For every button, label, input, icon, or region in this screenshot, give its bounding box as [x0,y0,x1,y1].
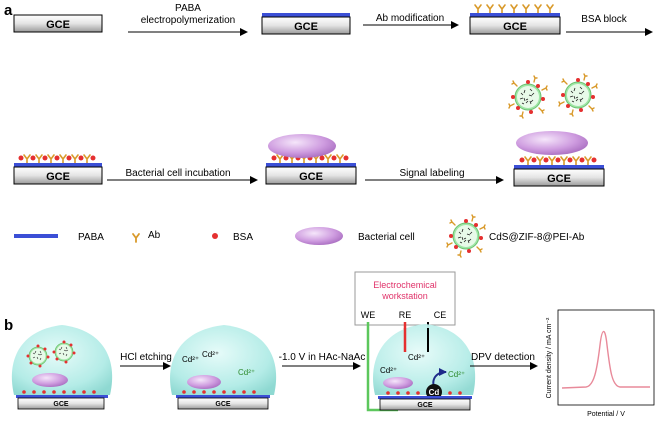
bare-electrode: GCE [13,14,103,33]
labeled-electrode: GCE [508,73,605,187]
bacterial-cell [383,377,413,389]
cd-ion-label: Cd²⁺ [238,368,255,377]
gce-label: GCE [294,21,318,33]
step-label-paba: PABA [175,3,201,14]
step-label-bacterial-incubation: Bacterial cell incubation [125,168,230,179]
step-label-hcl-etching: HCl etching [120,352,172,363]
cd-ion-label: Cd²⁺ [202,350,219,359]
droplet-probe-captured: GCE [11,325,113,410]
probe-particle [558,73,598,117]
cd-deposit-label: Cd [429,388,440,397]
gce-label: GCE [215,401,231,408]
cd-ion-label: Cd²⁺ [408,353,425,362]
step-label-ab-modification: Ab modification [376,13,444,24]
panel-b-letter: b [4,317,13,334]
legend-bsa-dot [212,233,218,239]
gce-label: GCE [503,21,527,33]
legend-paba-swatch [14,234,58,238]
ab-electrode: GCE [469,4,561,35]
legend-probe-icon [446,214,486,258]
legend-bacterial-cell [295,227,343,245]
workstation-title-line2: workstation [381,291,428,301]
legend-ab-label: Ab [148,230,161,241]
step-label-dpv-detection: DPV detection [471,352,535,363]
bacterial-cell [32,373,68,387]
legend: PABA Ab BSA Bacterial cell CdS@ZIF-8@PEI… [14,214,585,258]
blocked-electrode: GCE [13,154,103,185]
cd-ion-label: Cd²⁺ [380,366,397,375]
step-label-signal-labeling: Signal labeling [399,168,464,179]
dpv-curve [561,330,650,389]
panel-a-letter: a [4,2,13,19]
bacterial-cell [516,131,588,155]
electrode-we-label: WE [361,310,376,320]
legend-ab-icon [132,233,140,243]
droplet-cd-deposited: Cd²⁺ Cd²⁺ Cd²⁺ Cd GCE [373,324,476,411]
step-label-deposition: -1.0 V in HAc-NaAc [279,352,366,363]
legend-probe-label: CdS@ZIF-8@PEI-Ab [489,232,585,243]
droplet-cd-released: Cd²⁺ Cd²⁺ Cd²⁺ GCE [170,325,277,410]
dpv-plot: Current density / mA cm⁻² Potential / V [546,309,655,418]
dpv-xlabel: Potential / V [587,411,625,418]
gce-label: GCE [547,173,571,185]
probe-particle [508,75,548,119]
gce-label: GCE [299,171,323,183]
legend-bacterial-cell-label: Bacterial cell [358,232,415,243]
step-label-electropolymerization: electropolymerization [141,15,236,26]
captured-electrode: GCE [265,134,357,185]
workstation-title-line1: Electrochemical [373,280,437,290]
gce-label: GCE [46,171,70,183]
cd-ion-label: Cd²⁺ [182,355,199,364]
dpv-ylabel: Current density / mA cm⁻² [546,317,553,398]
gce-label: GCE [53,401,69,408]
legend-paba-label: PABA [78,232,104,243]
gce-label: GCE [417,402,433,409]
bacterial-cell [187,375,221,389]
cd-ion-label: Cd²⁺ [448,370,465,379]
electrochemical-workstation: Electrochemical workstation WE RE CE [354,271,456,326]
legend-bsa-label: BSA [233,232,253,243]
dpv-plot-frame [557,309,655,406]
paba-electrode: GCE [261,13,351,35]
electrode-ce-label: CE [434,310,447,320]
electrode-re-label: RE [399,310,412,320]
step-label-bsa-block: BSA block [581,14,628,25]
gce-label: GCE [46,19,70,31]
bacterial-cell [268,134,336,158]
